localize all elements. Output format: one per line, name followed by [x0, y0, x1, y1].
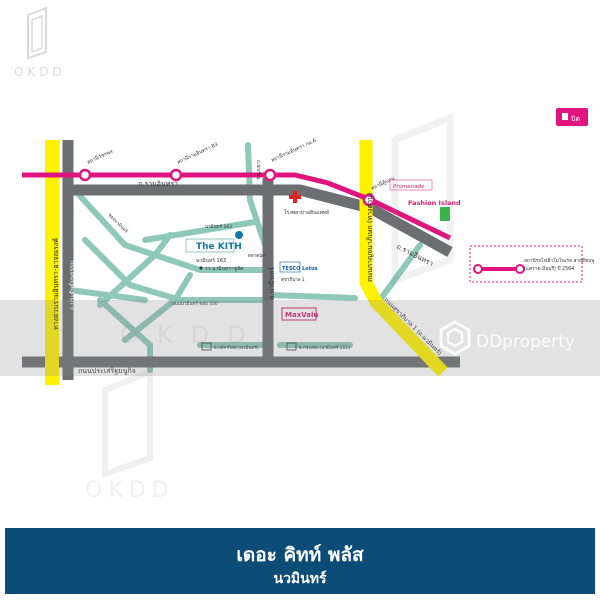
road-label-expressway-left: ทางด่วนรามอินทรา-อาจณรงค์ — [52, 238, 60, 330]
road-label-kanchanaphisek: ถนนกาญจนาภิเษก (ทางด่วน) — [366, 192, 374, 282]
ddproperty-watermark: DDproperty — [439, 320, 575, 356]
hospital-cross-icon — [289, 191, 301, 203]
school-label: รร.นวมินทราชูทิศ — [205, 265, 244, 272]
tesco-sub-label: สุขาภิบาล 1 — [281, 277, 305, 283]
tesco-label: TESCO Lotus — [282, 266, 318, 272]
banner-title: เดอะ คิทท์ พลัส — [236, 544, 364, 566]
project-label: The KITH — [196, 242, 242, 252]
bank2-label: ธ.กรุงเทพ (นวมินทร์ 111) — [299, 344, 350, 351]
book-icon — [286, 342, 297, 351]
market-label: ตลาดนัด — [248, 253, 265, 259]
station-label-3: สถานีรามอินทรา กม.6 — [270, 137, 317, 164]
maxvalu-label: MaxValu — [285, 311, 318, 319]
ddproperty-text: DDproperty — [476, 332, 575, 352]
hospital-poi: โรงพยาบาลสินแพทย์ — [284, 191, 329, 216]
okdd-logo: OKDD — [14, 6, 66, 79]
main-roads — [22, 140, 460, 380]
station-label-2: สถานีรามอินทรา 83 — [176, 141, 219, 166]
fashion-island-label: Fashion Island — [408, 199, 461, 207]
station-label-1: สถานีวัชรพล — [86, 148, 114, 166]
banner-subtitle: นวมินทร์ — [273, 571, 327, 587]
close-map-button[interactable]: ปิด — [556, 108, 588, 126]
soi-network — [67, 142, 423, 373]
project-sub-label: นวมินทร์ 163 — [196, 257, 226, 264]
fashion-island-poi: Promenade Fashion Island — [389, 179, 461, 221]
road-label-prasert-manukit: ถนนประเสริฐมนูกิจ — [78, 367, 136, 375]
road-label-ram-inthra: ถ.รามอินทรา — [138, 180, 178, 188]
road-label-soi-lower: ถนนนวมินทร์ ซอย 330 — [172, 300, 218, 307]
project-location-icon — [235, 231, 243, 239]
legend-text: สถานีรถไฟฟ้าโมโนเรล สายสีชมพู — [524, 257, 594, 264]
station-marker — [362, 193, 376, 207]
expressways — [45, 140, 448, 385]
station-marker — [78, 168, 92, 182]
legend-text-2: (แคราย-มีนบุรี) ปี 2564 — [524, 265, 574, 272]
maxvalu-poi: MaxValu — [281, 307, 318, 321]
road-label-pradit-manutham: ถ.ประดิษฐ์มนูธรรม — [68, 261, 76, 310]
bank1-label: ธ.กสิกรไทย (นวมินทร์) — [214, 344, 259, 351]
hospital-label: โรงพยาบาลสินแพทย์ — [284, 209, 329, 216]
legend-station-icon — [473, 264, 483, 274]
tesco-poi: TESCO Lotus สุขาภิบาล 1 — [279, 261, 318, 283]
okdd-watermark-text-1: OKDD — [120, 321, 264, 349]
fashion-green-badge-icon — [440, 207, 450, 221]
project-banner: เดอะ คิทท์ พลัส นวมินทร์ — [5, 528, 595, 594]
close-map-button-label: ปิด — [571, 115, 580, 123]
school-dot-icon — [199, 266, 203, 270]
okdd-watermark: OKDD OKDD — [85, 112, 454, 503]
okdd-watermark-text-2: OKDD — [85, 478, 175, 503]
pink-line — [22, 168, 452, 241]
legend-box: สถานีรถไฟฟ้าโมโนเรล สายสีชมพู (แคราย-มีน… — [469, 245, 594, 283]
road-label-nawamin: ถ.นวมินทร์ — [268, 267, 276, 300]
project-marker[interactable]: The KITH นวมินทร์ 163 รร.นวมินทราชูทิศ — [185, 231, 244, 272]
bank-pois: ธ.กสิกรไทย (นวมินทร์) ธ.กรุงเทพ (นวมินทร… — [201, 342, 350, 351]
okdd-logo-text: OKDD — [14, 65, 66, 79]
book-icon — [201, 342, 212, 351]
road-label-soi-163: นวมินทร์ 163 — [205, 223, 232, 230]
road-label-khubon: ถ.นักเรียน — [255, 160, 261, 180]
promenade-label: Promenade — [393, 184, 425, 190]
legend-station-icon — [515, 264, 525, 274]
station-marker — [263, 168, 277, 182]
station-marker — [169, 168, 183, 182]
watermark-band — [0, 300, 600, 376]
